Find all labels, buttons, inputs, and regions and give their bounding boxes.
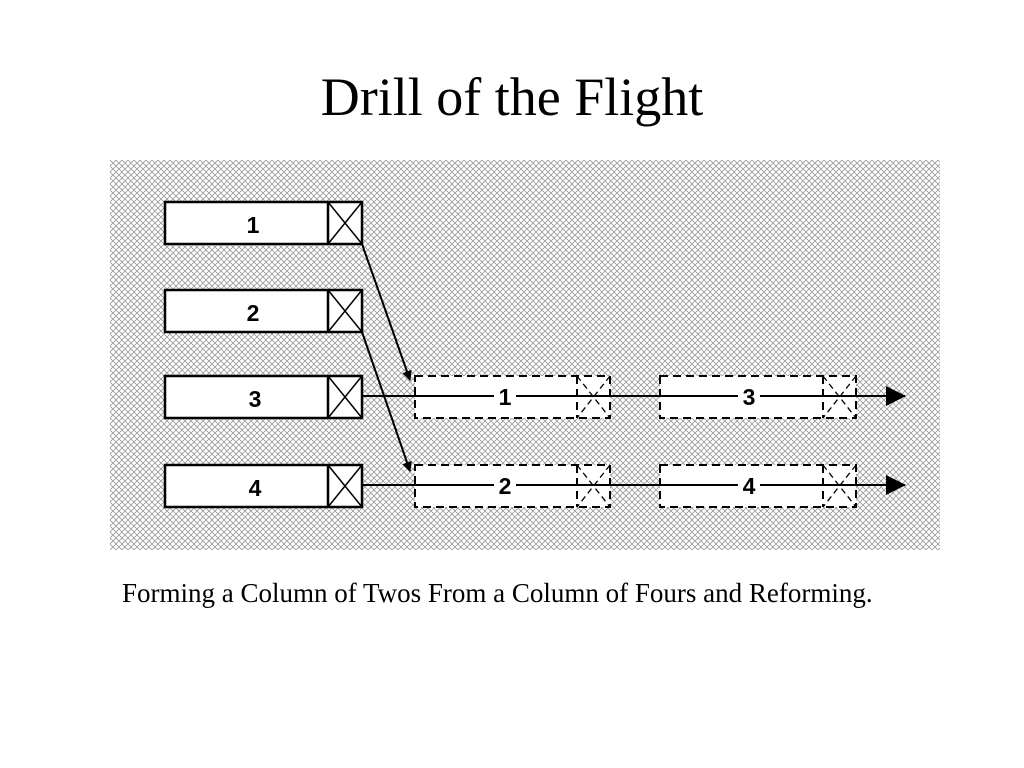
original-label-4: 4 (249, 475, 262, 501)
original-element-2: 2 (163, 288, 364, 334)
original-element-4: 4 (163, 463, 364, 509)
slide-title: Drill of the Flight (320, 67, 704, 127)
twos-label-lead-2: 2 (499, 473, 512, 499)
move-arrow-2 (361, 331, 412, 472)
original-label-1: 1 (247, 212, 260, 238)
move-arrow-1 (361, 243, 412, 381)
twos-label-trail-1: 3 (743, 384, 756, 410)
twos-label-trail-2: 4 (743, 473, 756, 499)
twos-label-lead-1: 1 (499, 384, 512, 410)
original-label-2: 2 (247, 300, 260, 326)
original-label-3: 3 (249, 386, 262, 412)
flight-drill-diagram: 1 2 3 4 (110, 160, 940, 550)
original-column: 1 2 3 4 (163, 200, 364, 509)
slide-caption: Forming a Column of Twos From a Column o… (122, 578, 873, 608)
original-element-3: 3 (163, 374, 364, 420)
column-of-twos: 1 3 2 4 (362, 375, 906, 508)
original-element-1: 1 (163, 200, 364, 246)
